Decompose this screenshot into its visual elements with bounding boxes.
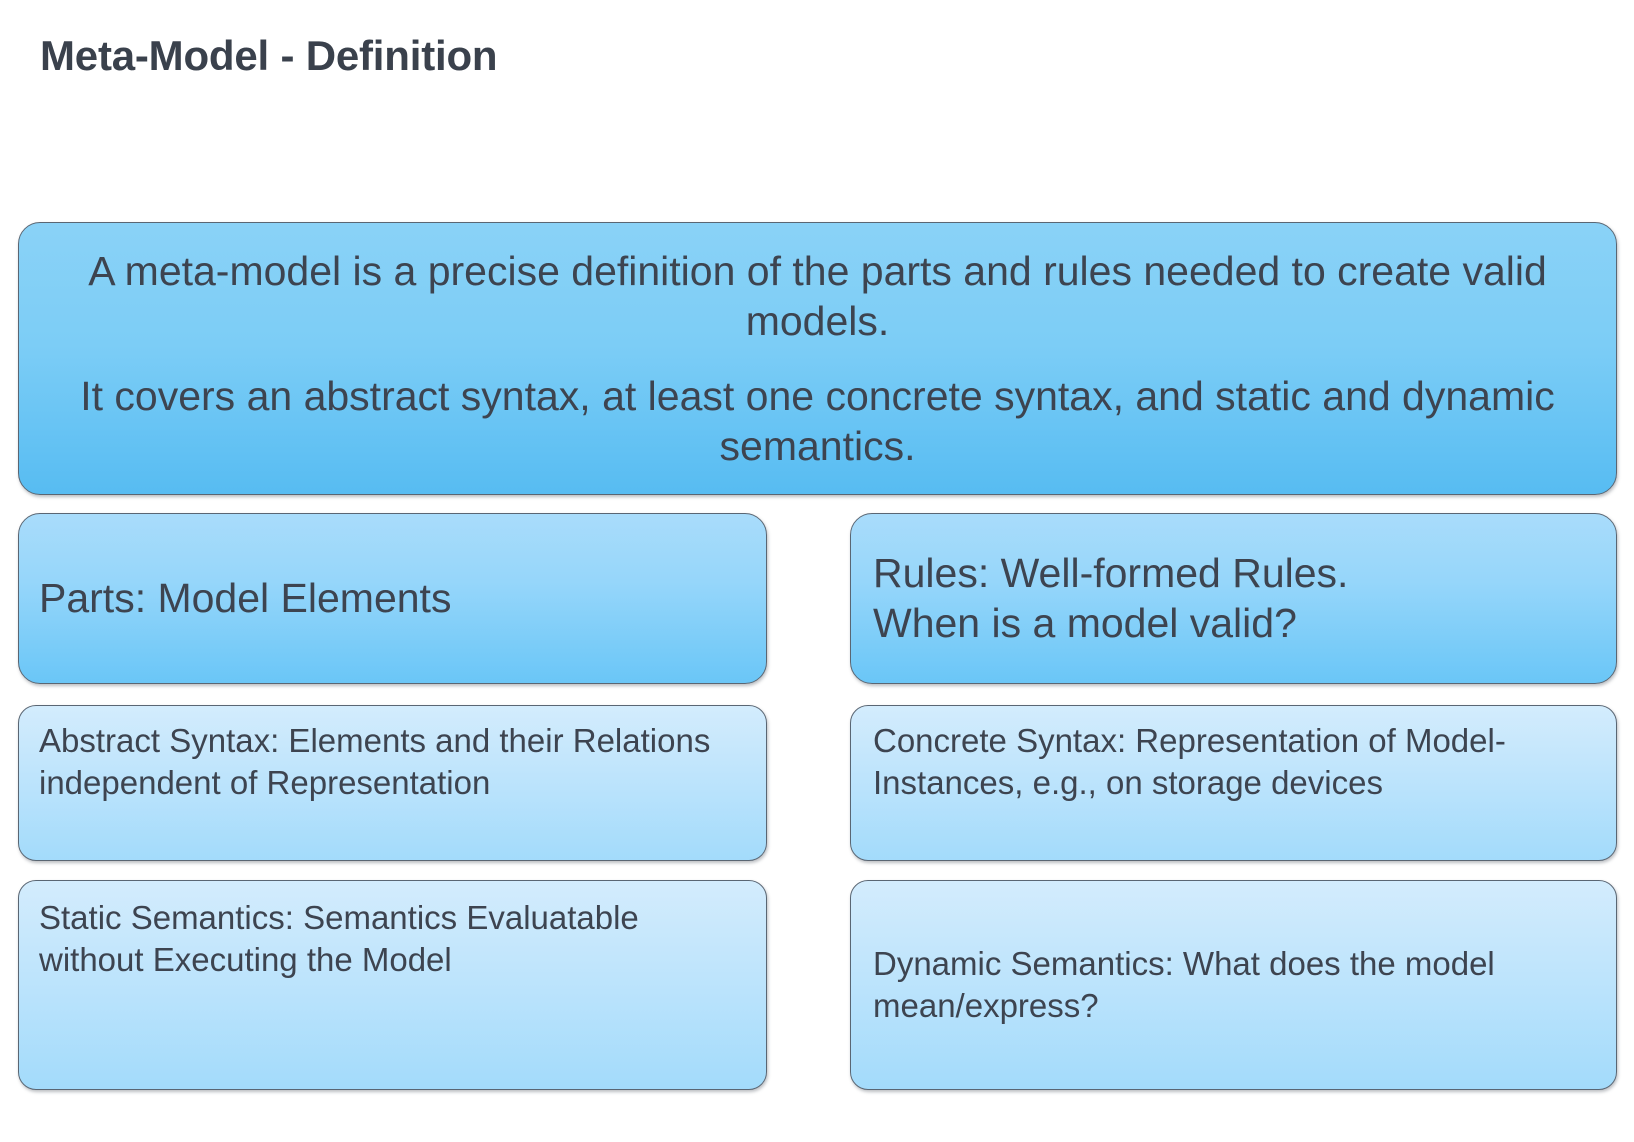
rules-heading-label: Rules: Well-formed Rules. When is a mode… <box>873 550 1349 646</box>
static-semantics-label: Static Semantics: Semantics Evaluatable … <box>39 899 639 979</box>
abstract-syntax-box: Abstract Syntax: Elements and their Rela… <box>18 705 767 861</box>
abstract-syntax-label: Abstract Syntax: Elements and their Rela… <box>39 722 711 802</box>
parts-heading-box: Parts: Model Elements <box>18 513 767 684</box>
definition-paragraph-1: A meta-model is a precise definition of … <box>88 247 1547 345</box>
concrete-syntax-box: Concrete Syntax: Representation of Model… <box>850 705 1617 861</box>
static-semantics-box: Static Semantics: Semantics Evaluatable … <box>18 880 767 1090</box>
dynamic-semantics-box: Dynamic Semantics: What does the model m… <box>850 880 1617 1090</box>
rules-heading-box: Rules: Well-formed Rules. When is a mode… <box>850 513 1617 684</box>
page-title: Meta-Model - Definition <box>40 32 498 79</box>
concrete-syntax-label: Concrete Syntax: Representation of Model… <box>873 722 1506 802</box>
definition-paragraph-2: It covers an abstract syntax, at least o… <box>80 372 1555 469</box>
definition-box: A meta-model is a precise definition of … <box>18 222 1617 495</box>
dynamic-semantics-label: Dynamic Semantics: What does the model m… <box>873 944 1495 1024</box>
parts-heading-label: Parts: Model Elements <box>39 574 452 621</box>
